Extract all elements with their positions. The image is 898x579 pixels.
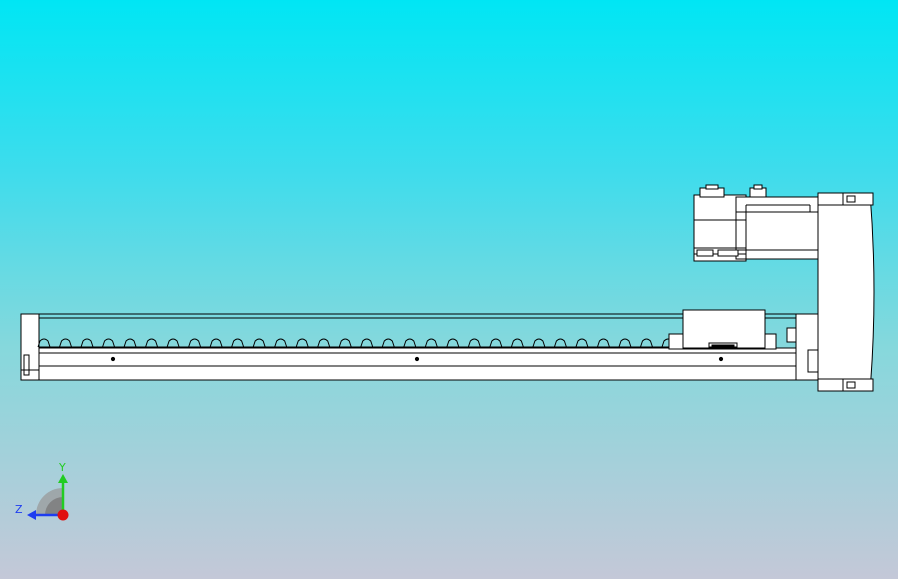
- timing-belt: [37, 338, 683, 348]
- belt-tooth: [102, 338, 116, 348]
- belt-tooth: [424, 338, 438, 348]
- belt-tooth: [575, 338, 589, 348]
- belt-tooth: [446, 338, 460, 348]
- belt-tooth: [338, 338, 352, 348]
- belt-tooth: [252, 338, 266, 348]
- belt-tooth: [166, 338, 180, 348]
- belt-tooth: [231, 338, 245, 348]
- left-end-cap[interactable]: [20, 313, 40, 381]
- belt-tooth: [80, 338, 94, 348]
- belt-tooth: [209, 338, 223, 348]
- belt-tooth: [618, 338, 632, 348]
- pulley-housing[interactable]: [817, 192, 875, 392]
- z-axis-label: Z: [15, 503, 23, 516]
- belt-tooth: [381, 338, 395, 348]
- belt-tooth: [360, 338, 374, 348]
- belt-tooth: [467, 338, 481, 348]
- actuator-rail[interactable]: [20, 313, 819, 381]
- belt-tooth: [317, 338, 331, 348]
- belt-tooth: [59, 338, 72, 348]
- belt-tooth: [123, 338, 137, 348]
- x-axis-dot: [57, 509, 69, 521]
- belt-tooth: [553, 338, 567, 348]
- orientation-triad[interactable]: Y Z: [0, 455, 80, 525]
- belt-tooth: [489, 338, 503, 348]
- belt-tooth: [510, 338, 524, 348]
- carriage-block[interactable]: [668, 309, 777, 350]
- belt-tooth: [145, 338, 159, 348]
- belt-tooth: [403, 338, 417, 348]
- belt-tooth: [295, 338, 309, 348]
- belt-tooth: [37, 338, 51, 348]
- right-bracket[interactable]: [786, 313, 819, 381]
- belt-tooth: [532, 338, 546, 348]
- belt-tooth: [274, 338, 288, 348]
- motor-assembly[interactable]: [693, 184, 819, 262]
- belt-tooth: [188, 338, 202, 348]
- y-axis-label: Y: [58, 461, 66, 474]
- belt-tooth: [640, 338, 653, 348]
- belt-tooth: [596, 338, 610, 348]
